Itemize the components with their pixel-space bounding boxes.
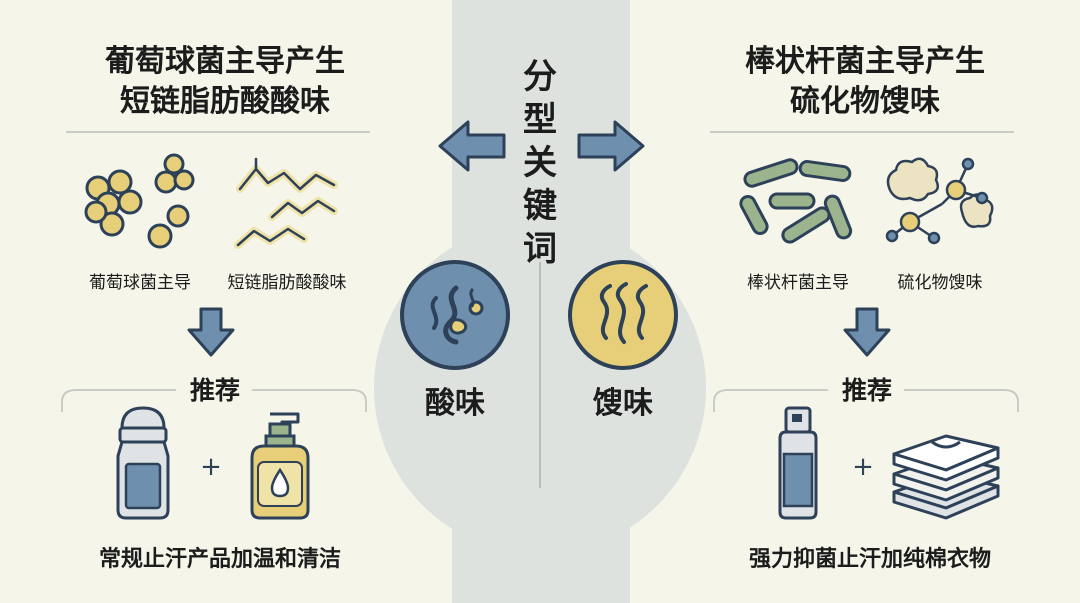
left-plus: + bbox=[200, 452, 222, 482]
right-title-rule bbox=[710, 131, 1014, 133]
right-title-line1: 棒状杆菌主导产生 bbox=[745, 44, 985, 79]
center-keyword-title: 分 型 关 键 词 bbox=[510, 56, 570, 271]
center-divider bbox=[539, 262, 541, 488]
keyword-char: 分 bbox=[523, 57, 557, 97]
rancid-smell-icon bbox=[568, 260, 678, 370]
left-icon-label-2: 短链脂肪酸酸味 bbox=[227, 273, 347, 293]
keyword-char: 词 bbox=[523, 229, 557, 269]
right-plus: + bbox=[852, 452, 874, 482]
cotton-clothes-icon bbox=[892, 434, 1000, 520]
right-icon-label-2: 硫化物馊味 bbox=[897, 273, 983, 293]
antiperspirant-spray-icon bbox=[778, 406, 818, 520]
right-recommend-bracket bbox=[713, 389, 1019, 412]
right-recommend-label: 推荐 bbox=[841, 376, 892, 405]
right-bottom-recommendation: 强力抑菌止汗加纯棉衣物 bbox=[748, 547, 991, 572]
corynebacterium-icon bbox=[739, 158, 853, 244]
left-title-rule bbox=[66, 131, 370, 133]
right-icon-label-1: 棒状杆菌主导 bbox=[747, 273, 849, 293]
sulfide-molecule-icon bbox=[885, 157, 994, 245]
sour-label: 酸味 bbox=[425, 386, 485, 421]
left-recommend-bracket bbox=[61, 389, 367, 412]
keyword-char: 型 bbox=[523, 100, 557, 140]
sour-smell-icon bbox=[400, 260, 510, 370]
left-title-line2: 短链脂肪酸酸味 bbox=[120, 84, 330, 119]
soap-pump-bottle-icon bbox=[250, 412, 310, 520]
left-arrow-icon bbox=[438, 120, 506, 172]
staphylococcus-icon bbox=[84, 153, 195, 249]
fatty-acid-chain-icon bbox=[234, 157, 338, 249]
rancid-label: 馊味 bbox=[593, 386, 653, 421]
left-recommend-label: 推荐 bbox=[189, 376, 240, 405]
keyword-char: 关 bbox=[523, 143, 557, 183]
right-title-line2: 硫化物馊味 bbox=[790, 84, 940, 119]
left-icon-label-1: 葡萄球菌主导 bbox=[89, 273, 191, 293]
left-title-line1: 葡萄球菌主导产生 bbox=[105, 44, 345, 79]
left-bottom-recommendation: 常规止汗产品加温和清洁 bbox=[98, 547, 341, 572]
roll-on-deodorant-icon bbox=[116, 406, 170, 520]
right-down-arrow-icon bbox=[843, 307, 891, 357]
right-arrow-icon bbox=[577, 120, 645, 172]
left-down-arrow-icon bbox=[187, 307, 235, 357]
keyword-char: 键 bbox=[523, 186, 557, 226]
